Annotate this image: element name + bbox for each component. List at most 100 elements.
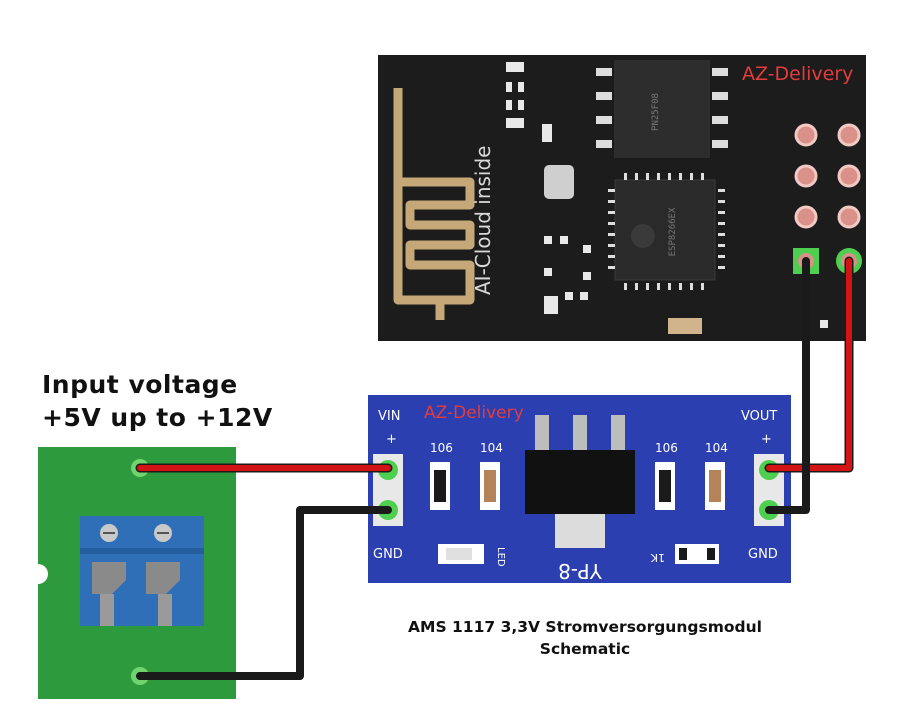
led-label: LED bbox=[495, 547, 506, 567]
module-caption: AMS 1117 3,3V Stromversorgungsmodul Sche… bbox=[350, 616, 820, 660]
chip-pin bbox=[679, 283, 682, 290]
vout-plus-label: + bbox=[761, 432, 772, 447]
chip-body bbox=[525, 450, 635, 514]
clamp-left bbox=[92, 562, 126, 594]
smd-part bbox=[518, 82, 524, 92]
chip-pin bbox=[668, 283, 671, 290]
chip-pin bbox=[646, 283, 649, 290]
capacitor-104 bbox=[705, 462, 725, 510]
chip-pin bbox=[624, 173, 627, 180]
model-label: YP-8 bbox=[558, 559, 603, 583]
header-pin bbox=[794, 205, 818, 229]
gnd-left-label: GND bbox=[373, 547, 403, 562]
chip-pin bbox=[657, 283, 660, 290]
smd-part bbox=[542, 124, 552, 142]
espressif-logo bbox=[631, 224, 655, 248]
clamp-right bbox=[146, 562, 180, 594]
chip-pin bbox=[690, 173, 693, 180]
chip-pin bbox=[596, 116, 612, 124]
smd-part bbox=[565, 292, 573, 300]
wires bbox=[135, 256, 854, 680]
capacitor-106 bbox=[655, 462, 675, 510]
chip-pin bbox=[608, 200, 615, 203]
cap-inner bbox=[484, 470, 496, 502]
chip-leg bbox=[573, 415, 587, 451]
chip-pin bbox=[608, 233, 615, 236]
header-pin bbox=[794, 123, 818, 147]
chip-pin bbox=[635, 283, 638, 290]
smd-part bbox=[583, 272, 591, 280]
crystal bbox=[544, 165, 574, 199]
smd-part bbox=[544, 268, 552, 276]
res-pad bbox=[707, 548, 715, 560]
chip-pin bbox=[718, 211, 725, 214]
chip-pin bbox=[701, 283, 704, 290]
chip-pin bbox=[718, 255, 725, 258]
regulator-board: AZ-Delivery VIN + GND VOUT + GND 106 104… bbox=[368, 395, 791, 583]
chip-pin bbox=[718, 189, 725, 192]
smd-part bbox=[506, 100, 512, 110]
smd-part bbox=[544, 296, 558, 314]
chip-pin bbox=[712, 116, 728, 124]
terminal-block-board bbox=[28, 447, 236, 699]
terminal-ridge bbox=[80, 548, 204, 554]
chip-pin bbox=[718, 266, 725, 269]
wire-vout bbox=[766, 258, 852, 471]
chip-tab bbox=[555, 514, 605, 548]
chip-pin bbox=[608, 189, 615, 192]
chip-pin bbox=[608, 255, 615, 258]
chip-marking: ESP8266EX bbox=[668, 207, 678, 256]
antenna-trace bbox=[393, 88, 475, 305]
chip-pin bbox=[718, 244, 725, 247]
esp-chip bbox=[614, 179, 716, 281]
esp-chip-pins bbox=[608, 173, 725, 290]
cap-inner bbox=[709, 470, 721, 502]
chip-pin bbox=[718, 200, 725, 203]
regulator-brand-logo: AZ-Delivery bbox=[424, 403, 524, 423]
one-k-label: 1K bbox=[650, 551, 665, 564]
ams1117-chip bbox=[525, 415, 635, 548]
vin-plus-label: + bbox=[386, 432, 397, 447]
capacitor-106 bbox=[430, 462, 450, 510]
resistor-1k bbox=[675, 544, 719, 564]
wire-gnd-in bbox=[136, 506, 392, 680]
chip-pin bbox=[679, 173, 682, 180]
smd-part bbox=[506, 62, 524, 72]
gnd-right-label: GND bbox=[748, 547, 778, 562]
led-component bbox=[438, 544, 484, 564]
heading-line-2: +5V up to +12V bbox=[42, 403, 273, 432]
header-pin bbox=[837, 164, 861, 188]
chip-pin bbox=[635, 173, 638, 180]
chip-pin bbox=[712, 68, 728, 76]
vin-label: VIN bbox=[378, 409, 400, 424]
cap-inner bbox=[659, 470, 671, 502]
header-pin bbox=[837, 123, 861, 147]
chip-pin bbox=[624, 283, 627, 290]
chip-pin bbox=[690, 283, 693, 290]
res-pad bbox=[679, 548, 687, 560]
header-pin bbox=[837, 205, 861, 229]
chip-pin bbox=[608, 266, 615, 269]
smd-part bbox=[580, 292, 588, 300]
flash-marking: PN25F08 bbox=[651, 93, 661, 131]
chip-pin bbox=[668, 173, 671, 180]
wire-gnd-out bbox=[765, 257, 810, 514]
res-label-106: 106 bbox=[655, 441, 678, 455]
smd-part bbox=[506, 118, 524, 128]
chip-pin bbox=[596, 68, 612, 76]
chip-leg bbox=[611, 415, 625, 451]
antenna-feed bbox=[398, 295, 445, 320]
input-voltage-heading: Input voltage +5V up to +12V bbox=[42, 368, 273, 434]
capacitor-104 bbox=[480, 462, 500, 510]
caption-line-2: Schematic bbox=[539, 640, 631, 658]
chip-pin bbox=[718, 233, 725, 236]
caption-line-1: AMS 1117 3,3V Stromversorgungsmodul bbox=[408, 618, 762, 636]
chip-pin bbox=[608, 244, 615, 247]
terminal-lead bbox=[100, 594, 114, 626]
chip-pin bbox=[657, 173, 660, 180]
chip-pin bbox=[701, 173, 704, 180]
chip-pin bbox=[608, 211, 615, 214]
res-label-106: 106 bbox=[430, 441, 453, 455]
esp01-module: AI-Cloud inside PN25F08 ESP82 bbox=[378, 55, 866, 341]
